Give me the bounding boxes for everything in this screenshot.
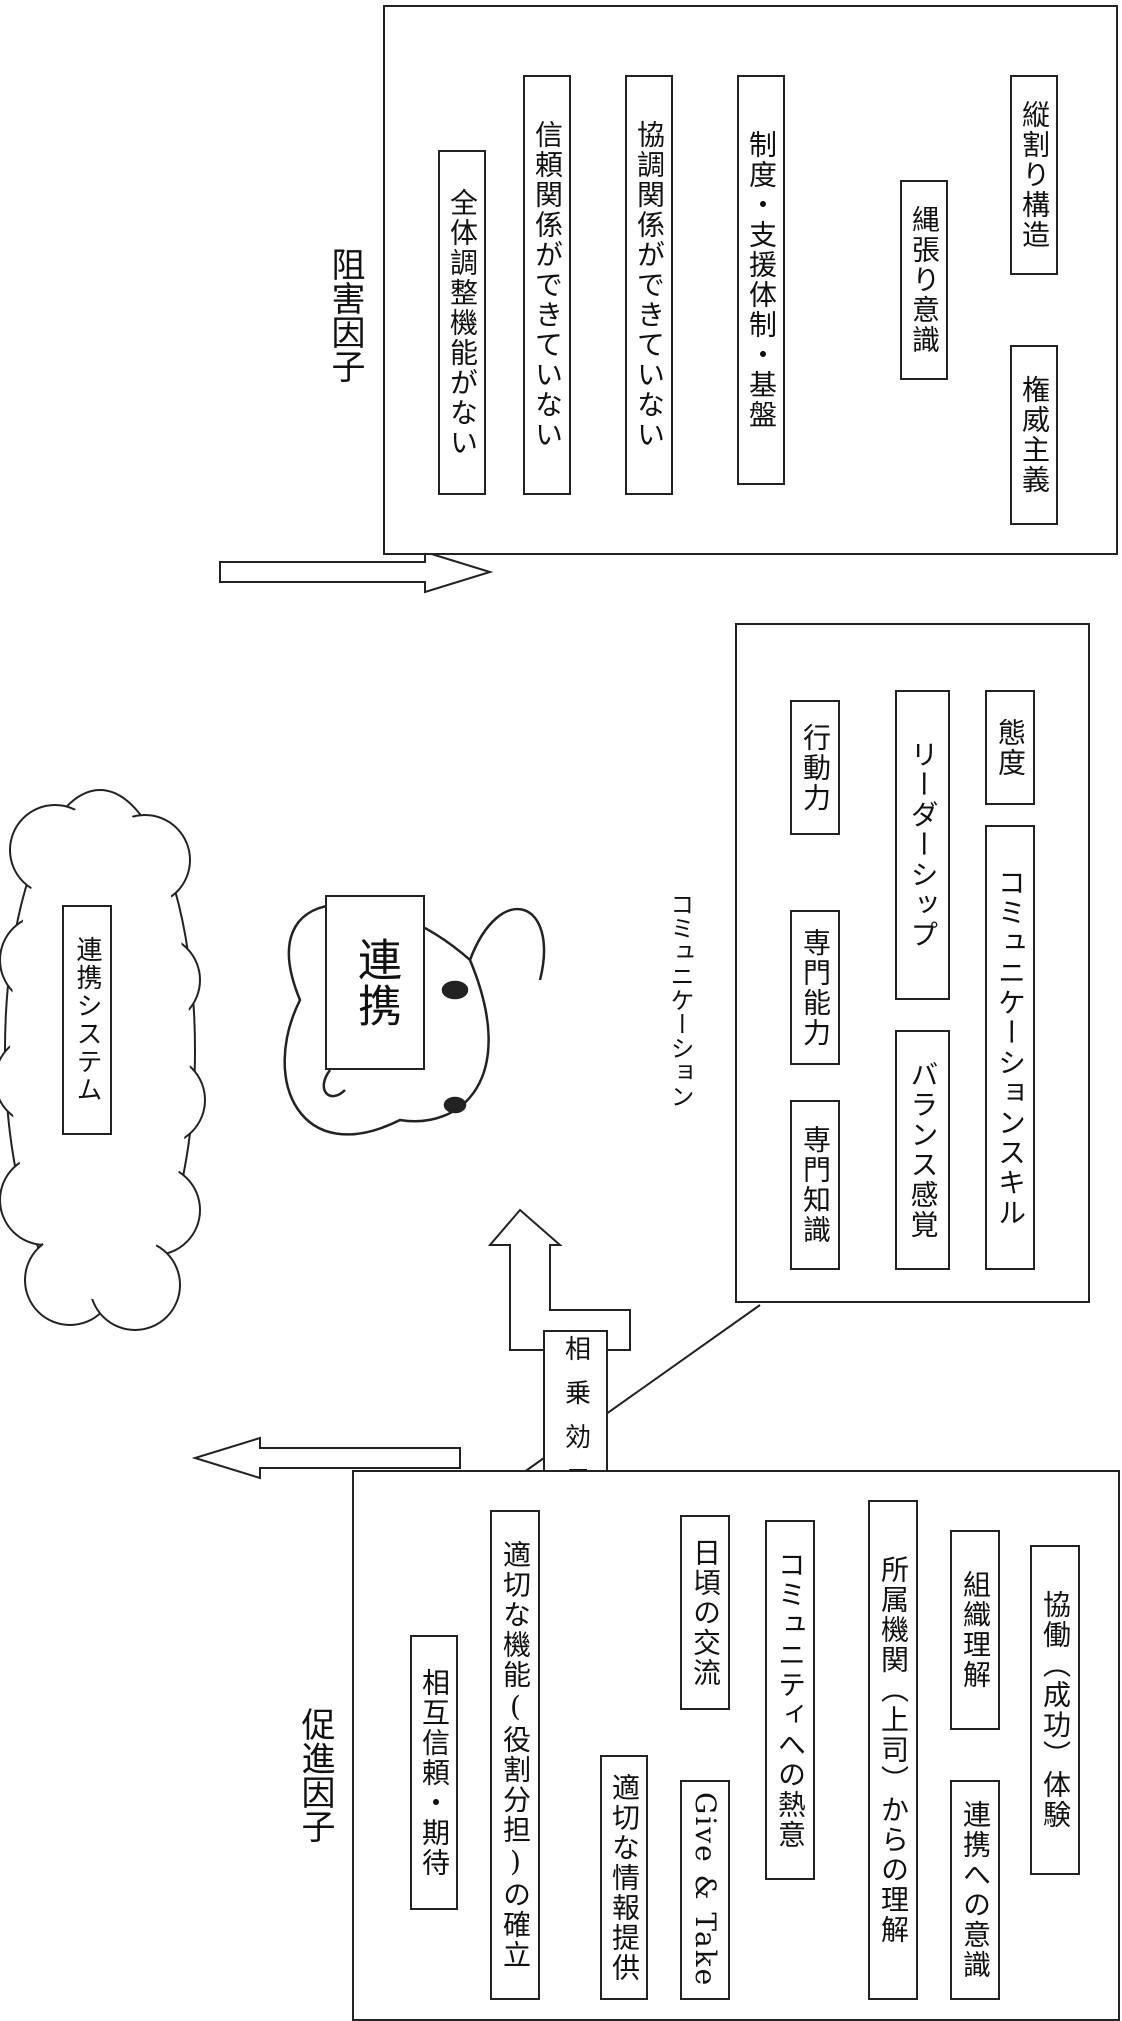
promoting-title: 促進因子: [295, 1690, 335, 1860]
communication-title: コミュニケーション: [660, 870, 700, 1130]
communication-item-3: 専門知識: [790, 1100, 840, 1270]
inhibiting-item-6: 縦割り構造: [1010, 75, 1058, 275]
inhibiting-item-2: 信頼関係ができていない: [523, 75, 571, 495]
promoting-item-7: 所属機関（上司）からの理解: [868, 1500, 918, 2000]
inhibiting-title: 阻害因子: [325, 230, 365, 400]
promoting-item-8: 組織理解: [950, 1530, 1000, 1730]
inhibiting-item-3: 協調関係ができていない: [625, 75, 673, 495]
promoting-panel: [352, 1470, 1120, 2021]
communication-item-7: コミュニケーションスキル: [985, 825, 1035, 1270]
cloud-label: 連携システム: [62, 905, 112, 1135]
promoting-item-5: Give & Take: [680, 1780, 730, 2000]
communication-item-1: 行動力: [790, 700, 840, 835]
promoting-item-4: 日頃の交流: [680, 1515, 730, 1710]
communication-item-4: リーダーシップ: [895, 690, 950, 1000]
promoting-item-6: コミュニティへの熱意: [765, 1520, 815, 1880]
promoting-item-9: 連携への意識: [950, 1780, 1000, 2000]
communication-item-6: 態度: [985, 690, 1035, 805]
promoting-item-1: 相互信頼・期待: [410, 1635, 458, 1910]
heart-label-box: 連携: [325, 895, 425, 1070]
promoting-item-10: 協働（成功）体験: [1030, 1545, 1080, 1875]
inhibiting-arrow: [220, 552, 490, 592]
communication-item-2: 専門能力: [790, 910, 840, 1065]
communication-arrow: [490, 1210, 630, 1350]
promoting-item-2: 適切な機能(役割分担)の確立: [490, 1510, 540, 2000]
inhibiting-item-1: 全体調整機能がない: [438, 150, 486, 495]
communication-item-5: バランス感覚: [895, 1030, 950, 1270]
promoting-item-3: 適切な情報提供: [600, 1755, 648, 2000]
inhibiting-item-5: 縄張り意識: [900, 180, 948, 380]
inhibiting-item-7: 権威主義: [1010, 345, 1058, 525]
inhibiting-item-4: 制度・支援体制・基盤: [737, 75, 785, 485]
